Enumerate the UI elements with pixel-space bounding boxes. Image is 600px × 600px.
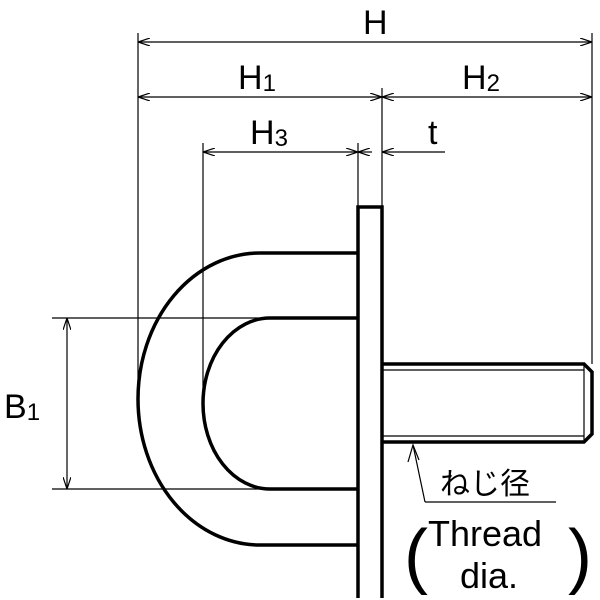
label-H1: H1 <box>238 59 276 97</box>
plate <box>356 205 384 598</box>
thread-note-line2: dia. <box>460 555 518 596</box>
leader-arrowhead <box>407 443 420 463</box>
label-H2: H2 <box>462 59 500 97</box>
open-paren: ( <box>404 516 428 596</box>
close-paren: ) <box>568 516 592 596</box>
label-t: t <box>428 114 438 152</box>
label-H3: H3 <box>250 114 288 152</box>
thread-note-line1: Thread <box>428 513 542 554</box>
label-H: H <box>363 4 388 42</box>
label-B1: B1 <box>4 388 40 426</box>
thread-leader <box>412 444 556 503</box>
thread-note-japanese: ねじ径 <box>440 467 530 502</box>
threaded-stud <box>382 362 594 444</box>
extension-lines <box>52 33 593 490</box>
u-bolt <box>136 251 358 547</box>
